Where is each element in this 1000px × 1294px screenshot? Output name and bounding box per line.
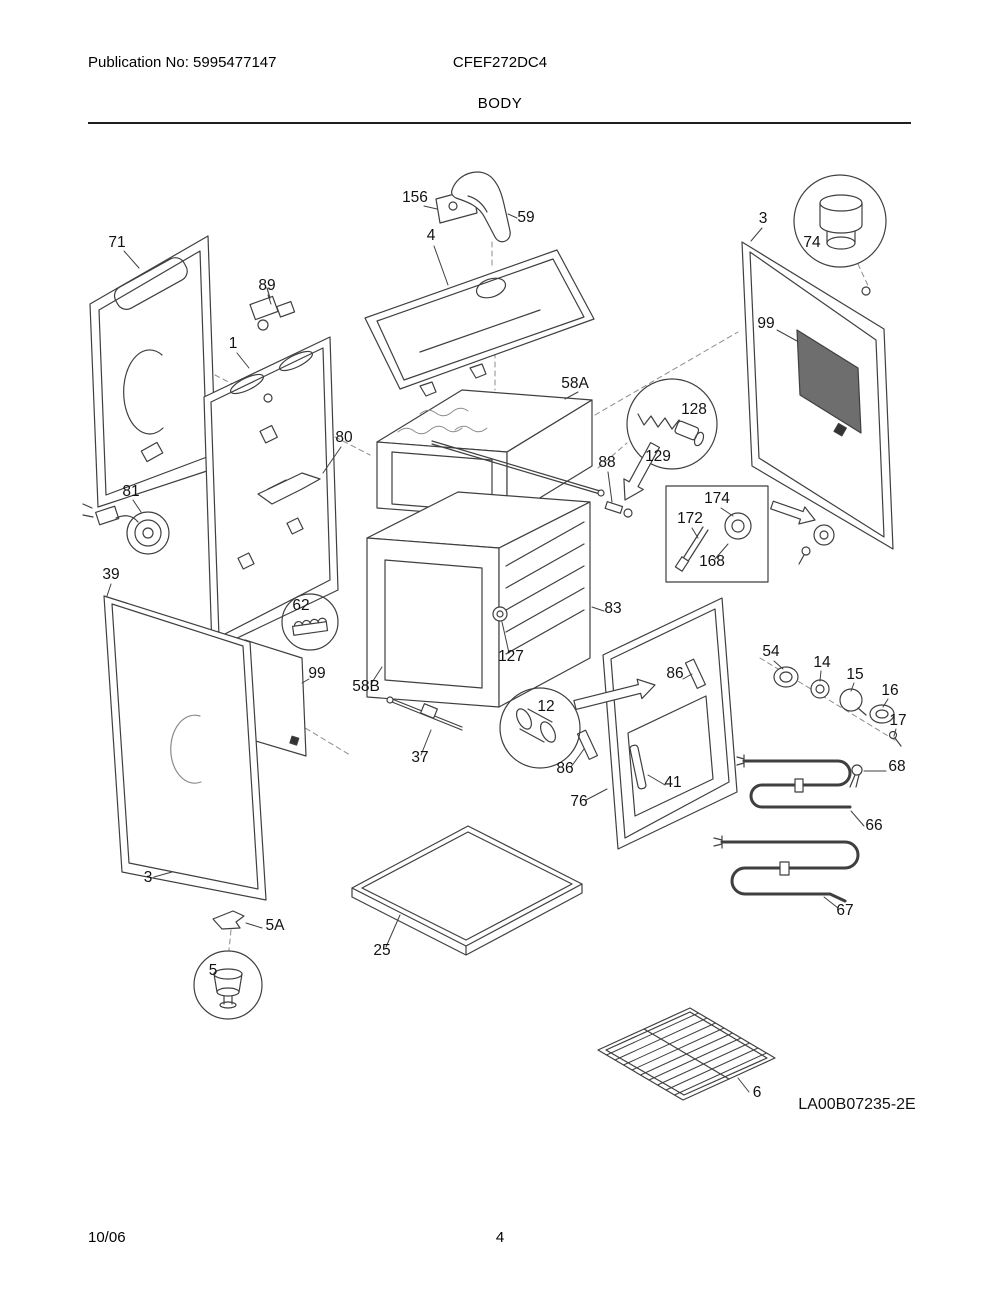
callout-12: 12 xyxy=(537,698,554,715)
part-insulation-99-right xyxy=(796,329,862,434)
callout-172: 172 xyxy=(677,510,703,527)
part-left-side-panel-39 xyxy=(103,595,267,901)
detail-circle-roller-12 xyxy=(499,687,581,769)
part-latch-89 xyxy=(249,287,296,331)
part-lamp-assembly xyxy=(773,666,902,747)
callout-5: 5 xyxy=(209,962,218,979)
detail-box-roller-assembly xyxy=(665,485,769,583)
callout-5A: 5A xyxy=(266,917,286,934)
part-rear-left-panel-71 xyxy=(89,235,217,508)
callout-88: 88 xyxy=(598,454,615,471)
callout-86-upper: 86 xyxy=(666,665,683,682)
diagram-code: LA00B07235-2E xyxy=(798,1096,915,1113)
callout-174: 174 xyxy=(704,490,730,507)
part-oven-cavity-58B xyxy=(366,491,591,708)
part-vent-duct-59 xyxy=(451,171,511,243)
model-number: CFEF272DC4 xyxy=(452,54,548,71)
callout-156: 156 xyxy=(402,189,428,206)
pointer-arrow-roller xyxy=(770,500,816,525)
callout-1: 1 xyxy=(229,335,238,352)
detail-circle-cap-74 xyxy=(793,174,887,268)
part-power-cord-81 xyxy=(82,503,170,555)
callout-58B: 58B xyxy=(352,678,380,695)
part-top-panel-4 xyxy=(364,249,595,397)
part-support-rod xyxy=(431,440,605,497)
part-roller-wheel xyxy=(813,524,835,546)
part-lens-16 xyxy=(869,704,895,724)
detail-circle-leveler-5 xyxy=(193,950,263,1020)
pointer-arrow-springs xyxy=(623,442,661,501)
part-screw-88 xyxy=(604,501,633,518)
detail-circle-terminal-62 xyxy=(281,593,339,651)
callout-76: 76 xyxy=(570,793,587,810)
callout-15: 15 xyxy=(846,666,863,683)
callout-17: 17 xyxy=(889,712,906,729)
callout-25: 25 xyxy=(373,942,390,959)
callout-67: 67 xyxy=(836,902,853,919)
callout-129: 129 xyxy=(645,448,671,465)
callout-4: 4 xyxy=(427,227,436,244)
callout-59: 59 xyxy=(517,209,534,226)
pointer-arrow-rear-panel xyxy=(573,678,656,711)
part-bracket-80 xyxy=(257,472,321,505)
callout-58A: 58A xyxy=(561,375,589,392)
callout-168: 168 xyxy=(699,553,725,570)
callout-6: 6 xyxy=(753,1084,762,1101)
part-screw-68 xyxy=(849,764,863,788)
callout-86-lower: 86 xyxy=(556,760,573,777)
callout-3-right-panel: 3 xyxy=(759,210,768,227)
callout-54: 54 xyxy=(762,643,780,660)
callout-74: 74 xyxy=(803,234,821,251)
part-right-side-panel-3 xyxy=(741,241,894,565)
callout-127: 127 xyxy=(498,648,524,665)
part-socket-54 xyxy=(773,666,799,688)
part-bake-element-67 xyxy=(713,835,860,903)
part-bulb-15 xyxy=(839,688,863,712)
callout-62: 62 xyxy=(292,597,309,614)
part-rod-37 xyxy=(386,696,463,731)
part-broil-element-66 xyxy=(736,754,852,809)
callout-99-right: 99 xyxy=(757,315,774,332)
callout-83: 83 xyxy=(604,600,621,617)
callout-41: 41 xyxy=(664,774,681,791)
callout-89: 89 xyxy=(258,277,275,294)
part-bracket-86-lower xyxy=(576,729,599,760)
callout-3-left-panel: 3 xyxy=(144,869,153,886)
callout-16: 16 xyxy=(881,682,898,699)
section-title: BODY xyxy=(477,95,523,112)
callout-14: 14 xyxy=(813,654,831,671)
publication-number: Publication No: 5995477147 xyxy=(88,54,277,71)
callout-37: 37 xyxy=(411,749,428,766)
part-rear-panel-76 xyxy=(602,597,738,850)
callout-81: 81 xyxy=(122,483,139,500)
footer-date: 10/06 xyxy=(88,1229,126,1246)
part-bracket-86-upper xyxy=(684,658,707,689)
footer-page-number: 4 xyxy=(495,1229,505,1246)
detail-circle-springs-128-129 xyxy=(626,378,718,470)
part-drawer-bottom-25 xyxy=(351,825,583,956)
callout-66: 66 xyxy=(865,817,882,834)
callout-80: 80 xyxy=(335,429,353,446)
callout-labels: 71 89 1 156 59 4 3 74 99 58A 128 129 88 … xyxy=(102,189,915,1113)
part-oven-rack-6 xyxy=(597,1007,776,1101)
callout-39: 39 xyxy=(102,566,119,583)
callout-leader-lines xyxy=(106,205,897,1093)
part-thermostat-127 xyxy=(492,606,508,622)
part-gasket-14 xyxy=(810,679,830,699)
part-support-41 xyxy=(629,744,647,790)
callout-71: 71 xyxy=(108,234,125,251)
header-rule xyxy=(88,122,911,124)
callout-128: 128 xyxy=(681,401,707,418)
part-foot-bracket-5A xyxy=(212,910,245,930)
callout-68: 68 xyxy=(888,758,905,775)
callout-99-left: 99 xyxy=(308,665,325,682)
